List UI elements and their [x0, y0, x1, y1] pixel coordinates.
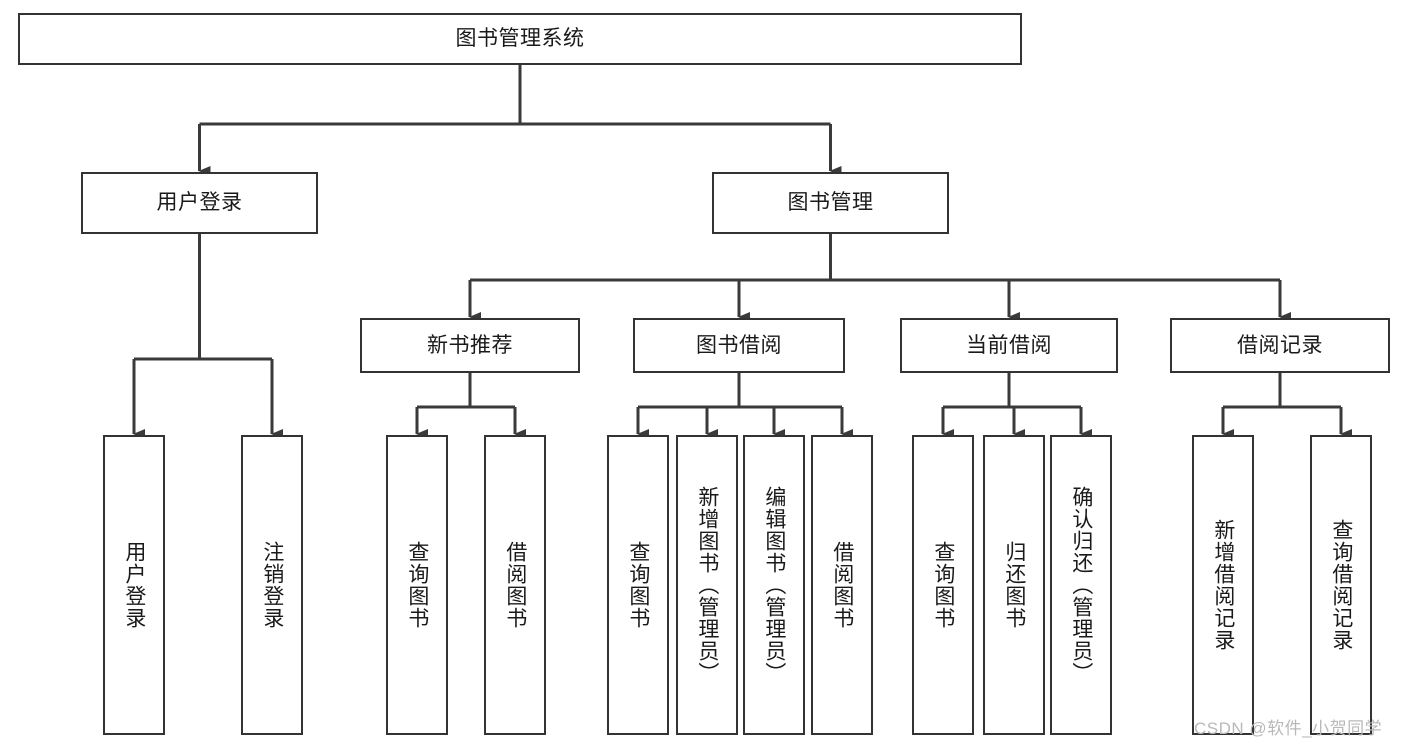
- leaf-query-record[interactable]: 查询借阅记录: [1310, 435, 1372, 735]
- node-label: 借阅图书: [503, 541, 527, 629]
- node-book-borrow[interactable]: 图书借阅: [633, 318, 845, 373]
- leaf-logout[interactable]: 注销登录: [241, 435, 303, 735]
- node-label: 查询借阅记录: [1329, 519, 1353, 651]
- node-root[interactable]: 图书管理系统: [18, 13, 1022, 65]
- leaf-add-record[interactable]: 新增借阅记录: [1192, 435, 1254, 735]
- node-label: 图书管理系统: [455, 27, 585, 51]
- node-label: 归还图书: [1002, 541, 1026, 629]
- leaf-user-login[interactable]: 用户登录: [103, 435, 165, 735]
- leaf-query-book[interactable]: 查询图书: [607, 435, 669, 735]
- node-label: 注销登录: [260, 541, 284, 629]
- node-user-login[interactable]: 用户登录: [81, 172, 318, 234]
- leaf-borrow-book-rec[interactable]: 借阅图书: [484, 435, 546, 735]
- leaf-query-book-rec[interactable]: 查询图书: [386, 435, 448, 735]
- leaf-edit-book[interactable]: 编辑图书（管理员）: [743, 435, 805, 735]
- node-label: 借阅图书: [830, 541, 854, 629]
- node-label: 图书管理: [787, 191, 874, 215]
- leaf-borrow-book[interactable]: 借阅图书: [811, 435, 873, 735]
- node-label: 确认归还（管理员）: [1069, 486, 1093, 684]
- node-label: 图书借阅: [696, 333, 782, 357]
- node-borrow-record[interactable]: 借阅记录: [1170, 318, 1390, 373]
- node-label: 用户登录: [156, 191, 243, 215]
- node-current-borrow[interactable]: 当前借阅: [900, 318, 1118, 373]
- leaf-confirm-return[interactable]: 确认归还（管理员）: [1050, 435, 1112, 735]
- node-label: 查询图书: [626, 541, 650, 629]
- node-label: 编辑图书（管理员）: [762, 486, 786, 684]
- leaf-return-book[interactable]: 归还图书: [983, 435, 1045, 735]
- node-label: 当前借阅: [966, 333, 1052, 357]
- node-label: 新增图书（管理员）: [695, 486, 719, 684]
- node-book-manage[interactable]: 图书管理: [712, 172, 949, 234]
- leaf-add-book[interactable]: 新增图书（管理员）: [676, 435, 738, 735]
- node-label: 借阅记录: [1237, 333, 1323, 357]
- node-new-book-rec[interactable]: 新书推荐: [360, 318, 580, 373]
- node-label: 新书推荐: [427, 333, 513, 357]
- node-label: 用户登录: [122, 541, 146, 629]
- node-label: 查询图书: [405, 541, 429, 629]
- node-label: 查询图书: [931, 541, 955, 629]
- leaf-query-book-cur[interactable]: 查询图书: [912, 435, 974, 735]
- node-label: 新增借阅记录: [1211, 519, 1235, 651]
